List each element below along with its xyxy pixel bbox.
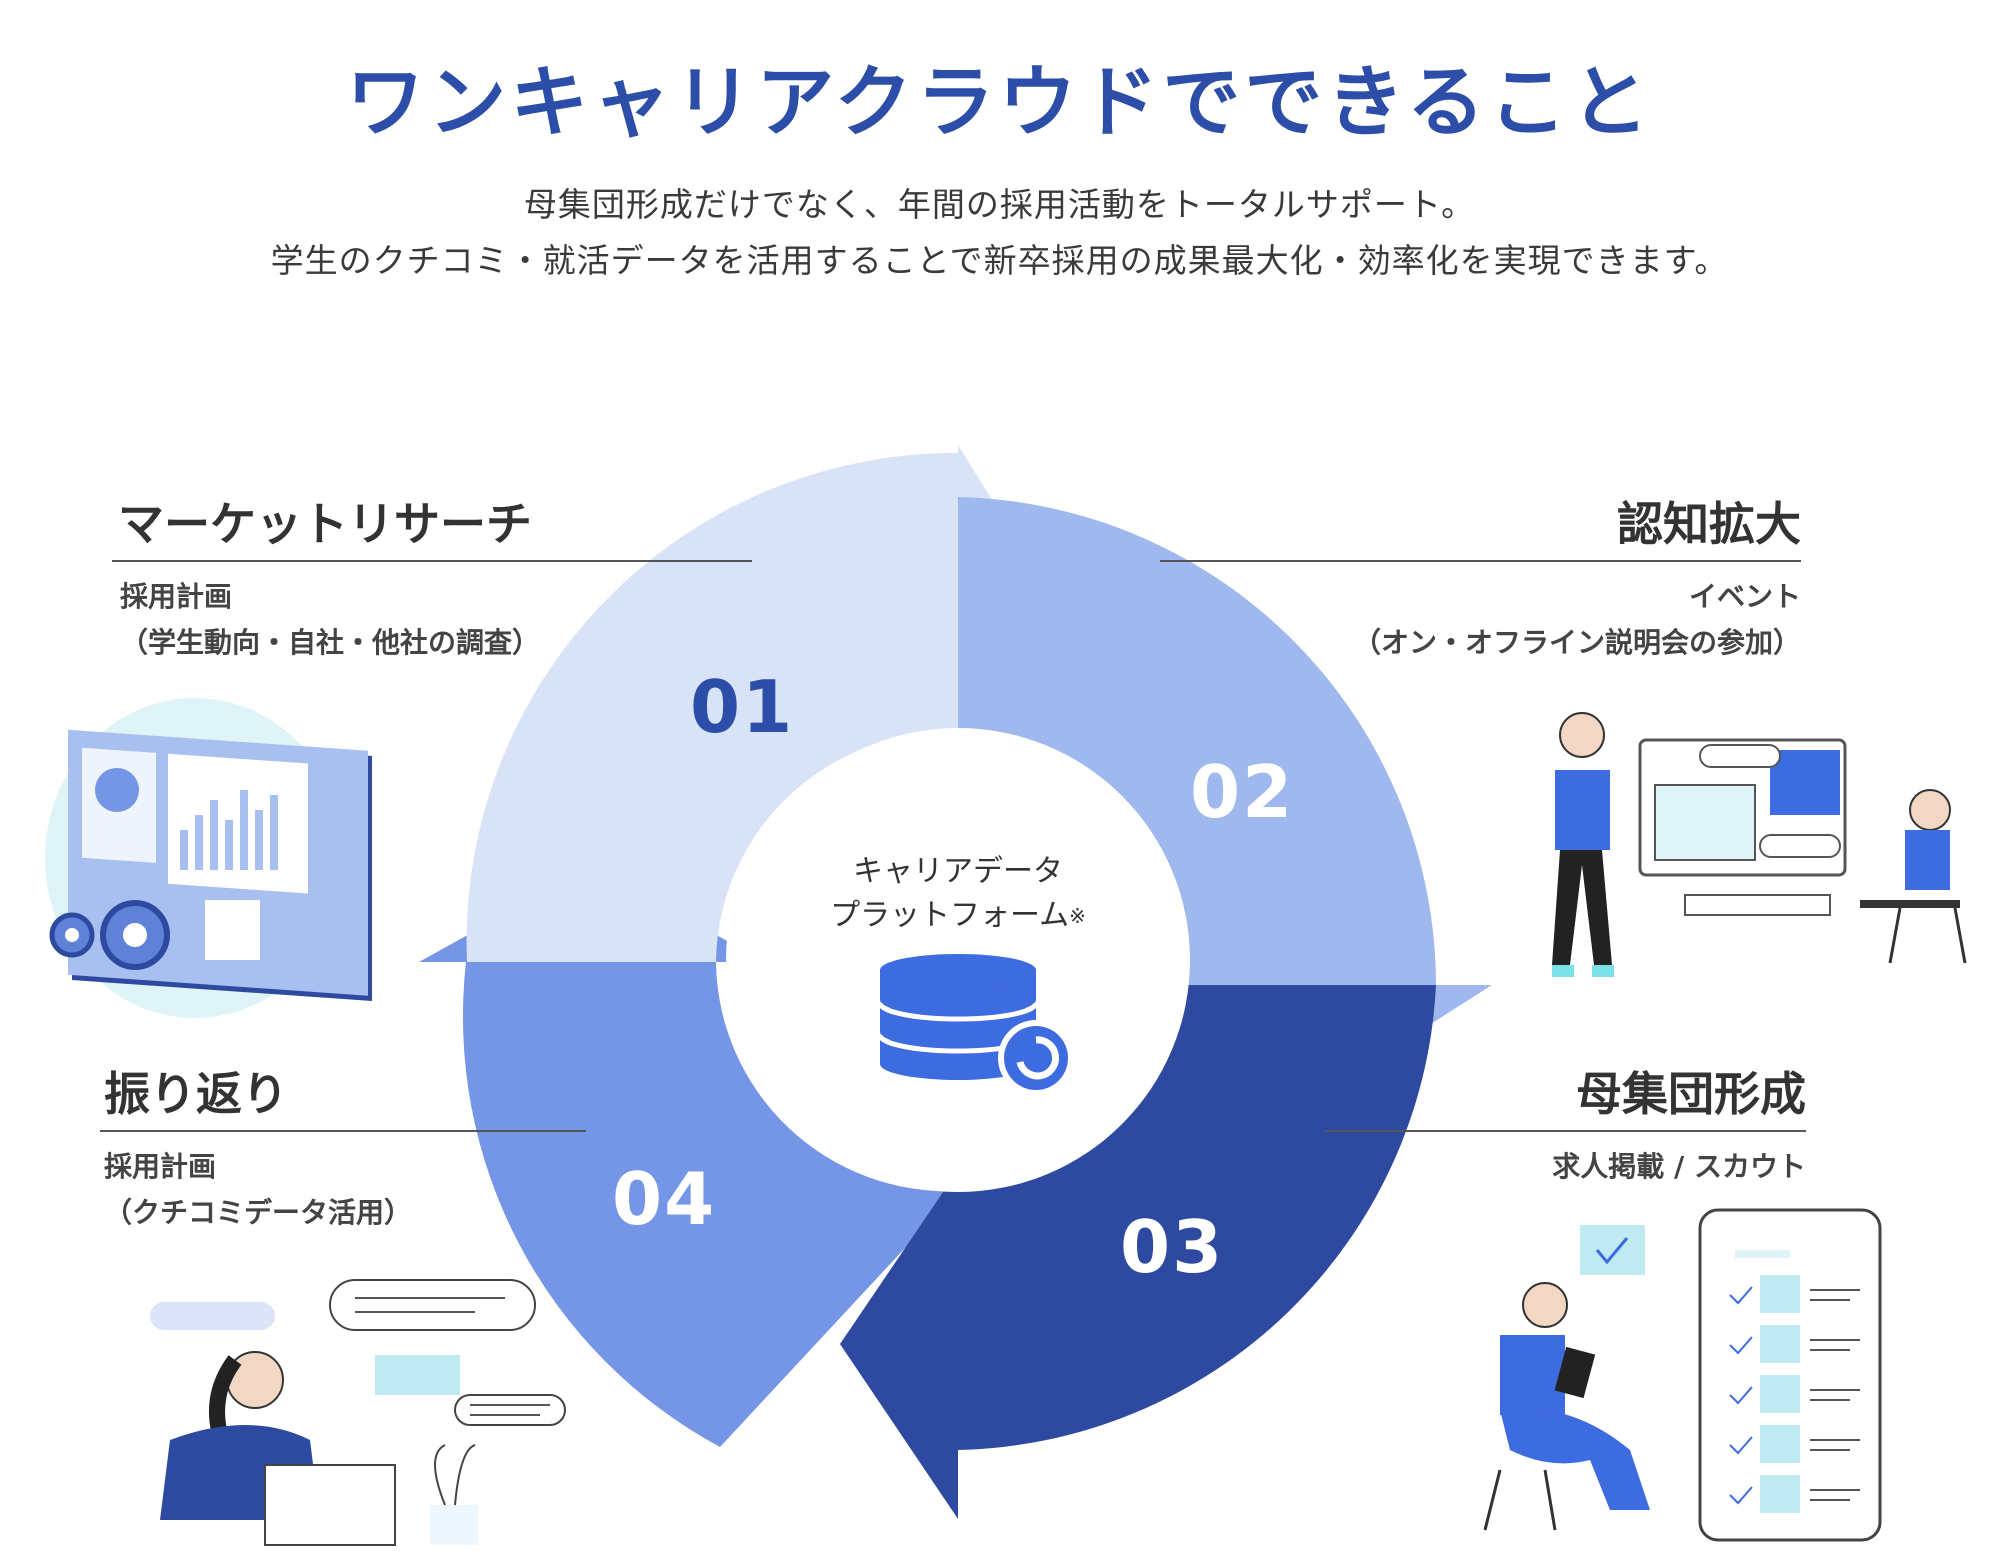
section-divider-awareness: [1160, 560, 1801, 562]
market-desc-line-2: （学生動向・自社・他社の調査）: [120, 626, 541, 659]
center-label-line-2: プラットフォーム※: [830, 898, 1086, 933]
section-title-market-research: マーケットリサーチ: [118, 497, 532, 551]
section-desc-market-research: 採用計画 （学生動向・自社・他社の調査）: [120, 574, 540, 666]
cycle-segment-01: [466, 445, 1070, 962]
section-desc-review: 採用計画 （クチコミデータ活用）: [104, 1144, 412, 1236]
section-divider-population: [1325, 1130, 1806, 1132]
section-title-awareness: 認知拡大: [1617, 497, 1801, 551]
section-desc-awareness: イベント （オン・オフライン説明会の参加）: [1353, 574, 1801, 666]
center-label: キャリアデータ プラットフォーム※: [808, 850, 1108, 938]
section-desc-population: 求人掲載 / スカウト: [1552, 1144, 1806, 1190]
cycle-segment-03: [840, 985, 1436, 1519]
database-icon: [877, 954, 1074, 1096]
section-divider-market-research: [112, 560, 752, 562]
event-illustration: [1552, 712, 1967, 977]
step-number-02: 02: [1190, 750, 1295, 834]
population-illustration: [1483, 1208, 1882, 1542]
review-desc-line-2: （クチコミデータ活用）: [104, 1196, 413, 1229]
center-label-line-1: キャリアデータ: [853, 854, 1063, 889]
market-research-illustration: [45, 698, 372, 1018]
step-number-01: 01: [690, 665, 795, 749]
subtitle-line-1: 母集団形成だけでなく、年間の採用活動をトータルサポート。: [523, 185, 1476, 224]
step-number-03: 03: [1120, 1205, 1225, 1289]
page-title: ワンキャリアクラウドでできること: [346, 58, 1653, 148]
review-illustration: [150, 1279, 566, 1546]
cycle-segment-04: [419, 866, 958, 1447]
cycle-segment-02: [958, 497, 1492, 1096]
center-label-note: ※: [1069, 904, 1086, 928]
subtitle-line-2: 学生のクチコミ・就活データを活用することで新卒採用の成果最大化・効率化を実現でき…: [270, 241, 1729, 280]
awareness-desc-line-2: （オン・オフライン説明会の参加）: [1352, 626, 1801, 659]
market-desc-line-1: 採用計画: [120, 580, 233, 613]
section-title-review: 振り返り: [104, 1067, 288, 1121]
section-divider-review: [100, 1130, 586, 1132]
population-desc-line-1: 求人掲載 / スカウト: [1552, 1150, 1806, 1183]
step-number-04: 04: [612, 1157, 717, 1241]
review-desc-line-1: 採用計画: [104, 1150, 217, 1183]
awareness-desc-line-1: イベント: [1688, 580, 1801, 613]
section-title-population: 母集団形成: [1576, 1067, 1806, 1121]
